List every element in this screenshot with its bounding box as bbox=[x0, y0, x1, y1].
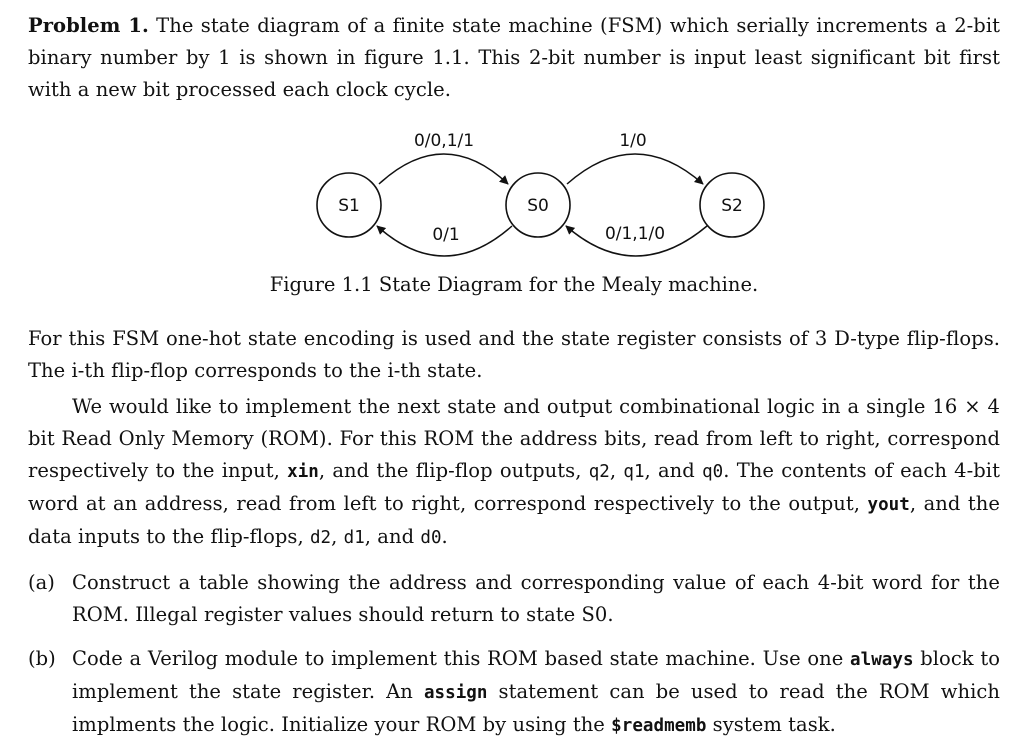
rom-text-1: We would like to implement the next stat… bbox=[28, 395, 1000, 482]
rom-text-3: , bbox=[609, 459, 624, 482]
transition-s2-to-s0 bbox=[565, 225, 708, 257]
code-d1: d1 bbox=[343, 528, 365, 548]
transition-s0-to-s1-label: 0/1 bbox=[432, 225, 459, 245]
part-b-text-2: block to implement the state register. A… bbox=[72, 647, 1000, 703]
problem-label: Problem 1. bbox=[28, 14, 149, 37]
part-a: (a) Construct a table showing the addres… bbox=[28, 567, 1000, 631]
rom-text-8: , and bbox=[364, 525, 421, 548]
part-b: (b) Code a Verilog module to implement t… bbox=[28, 643, 1000, 742]
paragraph-encoding: For this FSM one-hot state encoding is u… bbox=[28, 327, 1000, 382]
code-yout: yout bbox=[867, 495, 910, 515]
rom-text-7: , bbox=[331, 525, 344, 548]
state-s1-circle bbox=[316, 172, 382, 238]
paragraph-rom: We would like to implement the next stat… bbox=[28, 391, 1000, 554]
state-diagram-svg: S1 S0 S2 0/0,1/1 0/1 1/0 0/1,1/0 bbox=[316, 131, 765, 257]
state-s2-label: S2 bbox=[721, 196, 743, 216]
rom-text-9: . bbox=[441, 525, 448, 548]
code-d2: d2 bbox=[309, 528, 332, 548]
rom-text-6: , and the data inputs to the flip-flops, bbox=[28, 492, 1000, 548]
keyword-always: always bbox=[850, 650, 914, 670]
code-q2: q2 bbox=[588, 462, 610, 482]
transition-s2-to-s0-label: 0/1,1/0 bbox=[605, 224, 665, 244]
state-s1-label: S1 bbox=[338, 196, 360, 216]
part-b-text-1: Code a Verilog module to implement this … bbox=[72, 647, 851, 670]
transition-s0-to-s1 bbox=[376, 225, 513, 257]
part-b-text-4: system task. bbox=[706, 713, 836, 736]
problem-intro: Problem 1. The state diagram of a finite… bbox=[28, 10, 1000, 106]
code-q1: q1 bbox=[623, 462, 645, 482]
code-d0: d0 bbox=[420, 528, 442, 548]
keyword-assign: assign bbox=[423, 683, 488, 703]
transition-s0-to-s2 bbox=[566, 153, 704, 185]
transition-s0-to-s2-label: 1/0 bbox=[619, 131, 646, 151]
rom-text-2: , and the flip-flop outputs, bbox=[318, 459, 589, 482]
keyword-readmemb: $readmemb bbox=[611, 716, 707, 736]
rom-text-5: . The contents of each 4-bit word at an … bbox=[28, 459, 1000, 515]
part-a-label: (a) bbox=[28, 571, 55, 594]
state-diagram: S1 S0 S2 0/0,1/1 0/1 1/0 0/1,1/0 bbox=[283, 122, 773, 262]
state-s2-circle bbox=[699, 172, 765, 238]
transition-s1-to-s0 bbox=[378, 153, 509, 185]
part-a-text: Construct a table showing the address an… bbox=[72, 571, 1000, 626]
state-s0-label: S0 bbox=[527, 196, 549, 216]
transition-s1-to-s0-label: 0/0,1/1 bbox=[414, 131, 474, 151]
figure-caption: Figure 1.1 State Diagram for the Mealy m… bbox=[269, 273, 759, 296]
part-b-label: (b) bbox=[28, 647, 56, 670]
code-xin: xin bbox=[287, 462, 319, 482]
code-q0: q0 bbox=[702, 462, 724, 482]
part-b-text: Code a Verilog module to implement this … bbox=[72, 643, 1000, 742]
rom-text-4: , and bbox=[644, 459, 703, 482]
problem-intro-text: The state diagram of a finite state mach… bbox=[28, 14, 1001, 101]
state-s0-circle bbox=[505, 172, 571, 238]
